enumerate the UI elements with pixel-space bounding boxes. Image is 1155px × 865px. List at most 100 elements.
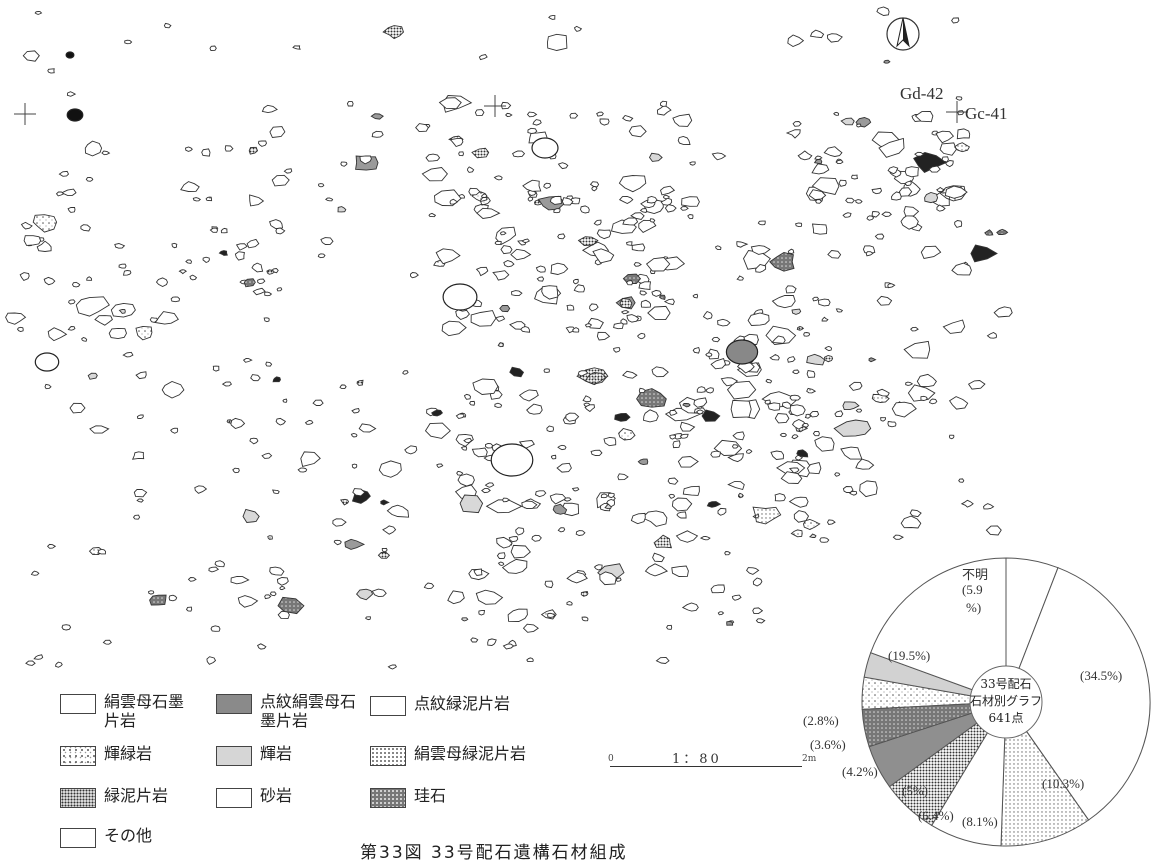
stone-outline (507, 608, 528, 622)
stone-outline (631, 243, 646, 252)
stone-outline (201, 148, 211, 157)
stone-outline (593, 564, 603, 571)
stone-outline (855, 458, 875, 470)
stone-outline (549, 493, 567, 505)
stone-outline (505, 112, 513, 117)
stone-outline (727, 480, 745, 491)
stone-outline (771, 335, 786, 344)
stone-outline (671, 497, 693, 512)
stone-outline (532, 119, 542, 126)
stone-outline (656, 104, 672, 116)
stone-outline (724, 551, 732, 556)
pie-center-text: 33号配石 石材別グラフ 641点 (964, 676, 1048, 727)
stone-outline (312, 399, 324, 406)
stone-outline (581, 616, 589, 622)
stone-outline (907, 384, 936, 402)
stone-outline (626, 314, 640, 323)
stone-outline (883, 59, 891, 64)
stone-outline (364, 616, 371, 621)
stone-outline (381, 547, 388, 553)
grid-marker (14, 103, 36, 125)
stone-outline (958, 478, 965, 483)
stone-outline (264, 594, 272, 600)
stone-outline (340, 498, 350, 506)
stone-outline (404, 445, 418, 455)
stone-outline (720, 377, 739, 387)
stone-outline (573, 278, 579, 285)
stone-outline (226, 419, 233, 424)
stone-outline (333, 539, 342, 546)
scale-zero: 0 (608, 754, 614, 764)
stone-outline (687, 214, 694, 220)
stone-outline (953, 142, 971, 153)
stone-outline (66, 91, 77, 97)
stone-outline (705, 352, 713, 357)
stone-outline (269, 566, 285, 576)
stone-outline (261, 452, 273, 459)
stone-outline (717, 507, 727, 516)
stone-outline (796, 449, 809, 458)
legend-label: 輝緑岩 (104, 744, 153, 763)
stone-outline (866, 215, 875, 221)
stone-outline (909, 509, 922, 518)
stone-outline (898, 187, 913, 197)
stone-outline (970, 244, 998, 263)
stone-outline (667, 477, 679, 485)
stone-outline (460, 446, 468, 451)
stone-outline (580, 205, 590, 214)
stone-outline (531, 534, 542, 542)
stone-outline (643, 409, 659, 423)
stone-outline (132, 514, 141, 520)
stone-outline (823, 146, 843, 157)
stone-outline (493, 175, 503, 181)
stone-outline (569, 112, 579, 119)
legend-swatch (216, 694, 252, 714)
stone-outline (613, 347, 621, 353)
stone-outline (500, 245, 513, 255)
stone-outline (793, 510, 810, 523)
stone-outline (677, 136, 691, 145)
stone-outline (935, 130, 955, 144)
stone-outline (185, 259, 192, 264)
stone-outline (534, 490, 547, 498)
stone-outline (189, 274, 198, 281)
stone-outline (436, 463, 444, 469)
stone-outline (928, 165, 941, 173)
stone-outline (531, 137, 559, 159)
stone-outline (33, 654, 44, 660)
stone-outline (767, 402, 781, 411)
stone-outline (269, 219, 284, 230)
stone-outline (603, 436, 617, 447)
stone-outline (496, 552, 506, 559)
stone-outline (711, 336, 721, 343)
stone-outline (669, 410, 678, 416)
stone-outline (206, 656, 217, 665)
stone-outline (659, 185, 676, 196)
stone-outline (557, 233, 566, 240)
stone-outline (221, 381, 233, 387)
stone-outline (541, 285, 559, 300)
stone-outline (636, 332, 646, 340)
stone-outline (265, 361, 273, 367)
stone-outline (679, 433, 689, 439)
stone-outline (478, 610, 486, 616)
stone-outline (573, 25, 583, 32)
pie-label-19-5: (19.5%) (888, 648, 931, 663)
stone-outline (154, 311, 179, 325)
stone-outline (467, 166, 475, 173)
stone-outline (608, 492, 615, 499)
stone-outline (547, 33, 568, 51)
stone-outline (710, 584, 726, 594)
stone-outline (344, 538, 366, 550)
stone-outline (202, 256, 210, 264)
stone-outline (752, 506, 782, 525)
stone-outline (874, 233, 885, 240)
stone-outline (550, 454, 557, 460)
stone-outline (86, 276, 93, 281)
stone-outline (346, 101, 354, 107)
stone-outline (789, 404, 806, 417)
stone-outline (242, 508, 260, 523)
stone-outline (549, 195, 562, 205)
stone-outline (257, 278, 266, 285)
pie-title-line2: 石材別グラフ (969, 694, 1042, 708)
